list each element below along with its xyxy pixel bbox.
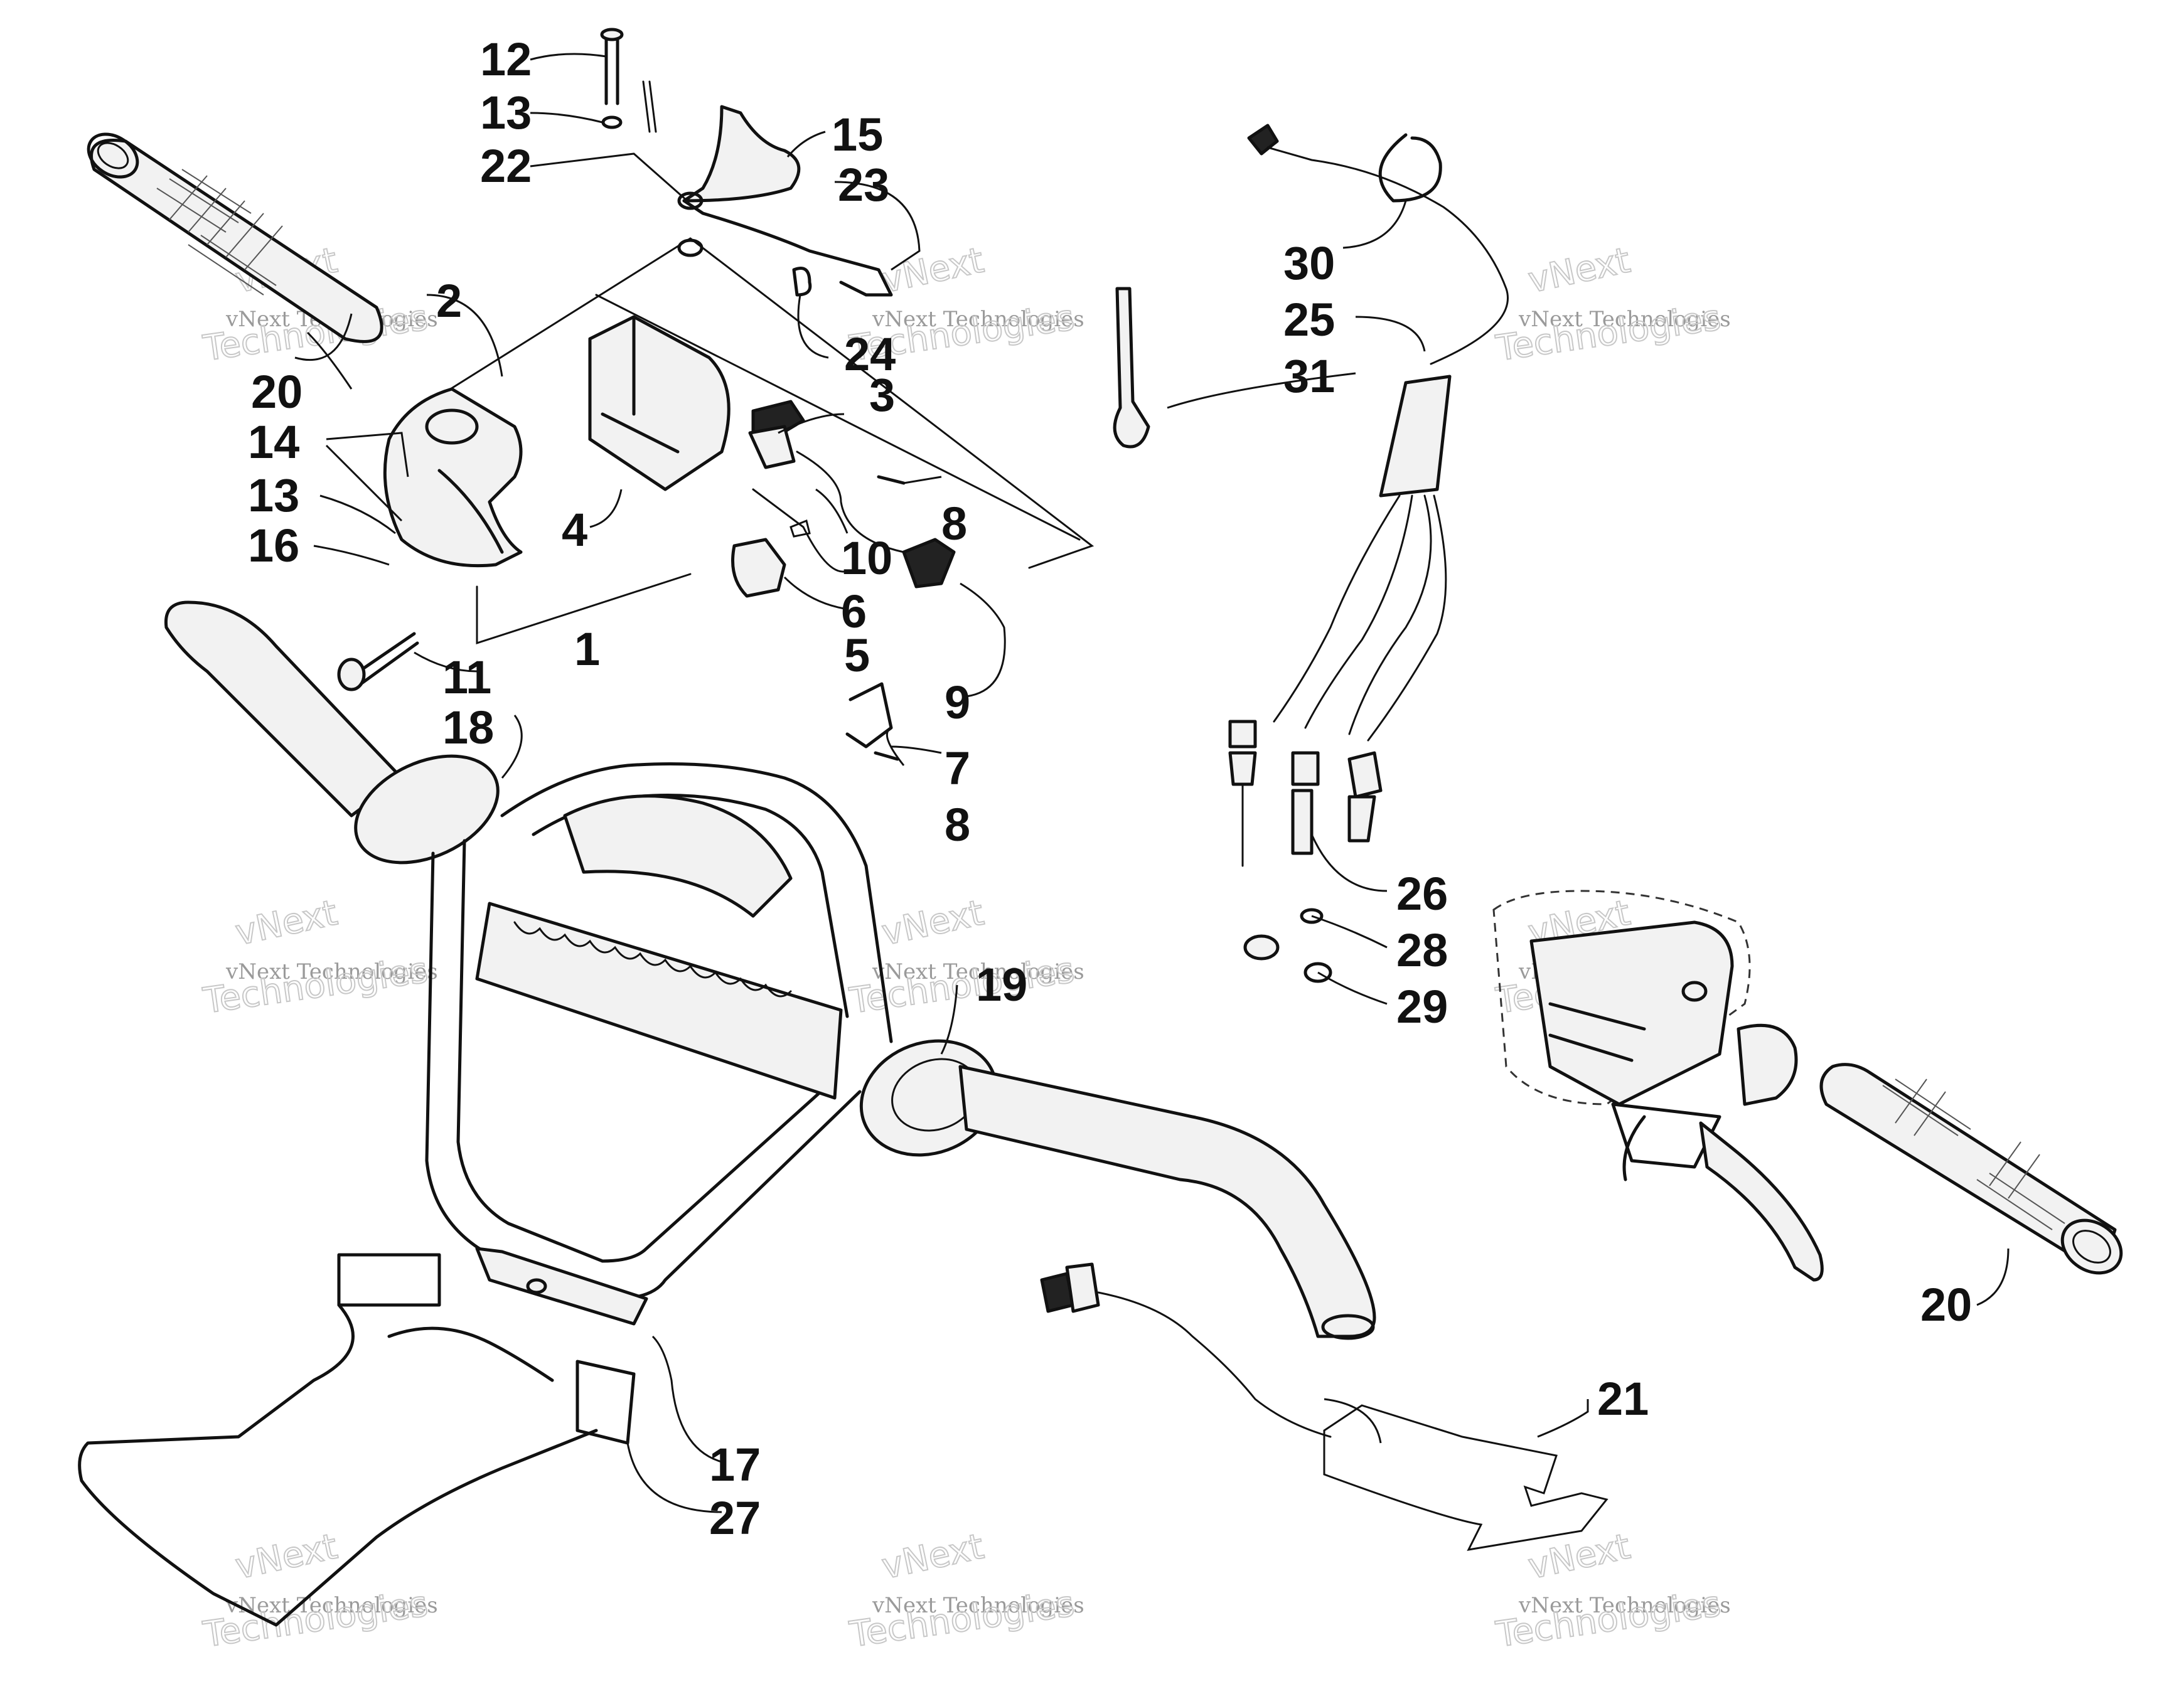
switch-housing-assembly (337, 28, 1095, 761)
callout-31: 31 (1283, 350, 1335, 402)
watermark-vnext: vNext (1525, 240, 1634, 301)
watermark: vNext vNext Technologies Technologies (200, 892, 438, 1022)
callout-13-lower: 13 (248, 469, 299, 521)
callout-18: 18 (442, 701, 494, 754)
watermark-text: vNext Technologies (225, 959, 438, 984)
leader-lines (294, 53, 2010, 1513)
callout-8-upper: 8 (941, 498, 967, 550)
cable-assembly (1113, 124, 1509, 983)
handlebar (164, 600, 1376, 1340)
callout-29: 29 (1396, 981, 1448, 1033)
heater-element (1040, 1262, 1609, 1551)
callout-24: 24 (844, 328, 896, 380)
watermark-vnext: vNext (879, 1526, 988, 1587)
watermark: vNext vNext Technologies Technologies (200, 1525, 438, 1656)
watermark: vNext vNext Technologies Technologies (1493, 239, 1731, 370)
callout-28: 28 (1396, 924, 1448, 976)
callout-20-left: 20 (251, 366, 302, 418)
watermark-text: vNext Technologies (872, 1593, 1084, 1618)
watermark-vnext: vNext (879, 892, 988, 954)
callout-4: 4 (562, 504, 587, 556)
callout-10: 10 (841, 532, 892, 584)
callouts: 1 2 3 4 5 6 7 8 8 9 10 11 12 13 13 14 15… (248, 33, 1972, 1544)
callout-14: 14 (248, 416, 299, 468)
watermark-text: vNext Technologies (1518, 307, 1731, 332)
callout-3: 3 (869, 369, 895, 421)
callout-19: 19 (976, 959, 1027, 1011)
watermark-vnext: vNext (1525, 1526, 1634, 1587)
callout-17: 17 (709, 1439, 761, 1491)
watermark-vnext: vNext (232, 1526, 341, 1587)
watermark: vNext vNext Technologies Technologies (847, 892, 1084, 1022)
callout-6: 6 (841, 585, 867, 637)
callout-13-upper: 13 (480, 87, 532, 139)
callout-27: 27 (709, 1492, 761, 1544)
callout-30: 30 (1283, 237, 1335, 289)
watermark: vNext vNext Technologies Technologies (1493, 1525, 1731, 1656)
watermark-text: vNext Technologies (872, 307, 1084, 332)
right-grip (1819, 1063, 2123, 1275)
callout-12: 12 (480, 33, 532, 85)
watermark-text: vNext Technologies (1518, 1593, 1731, 1618)
callout-2: 2 (436, 275, 462, 327)
callout-21: 21 (1597, 1373, 1649, 1425)
callout-22: 22 (480, 140, 532, 192)
brake-master-cylinder (1492, 890, 1824, 1282)
watermark-text: vNext Technologies (225, 1593, 438, 1618)
watermark-vnext: vNext (232, 892, 341, 954)
callout-1: 1 (574, 623, 600, 675)
left-grip (87, 132, 383, 343)
callout-23: 23 (838, 159, 889, 211)
callout-26: 26 (1396, 868, 1448, 920)
handlebar-pad (78, 1253, 636, 1627)
watermark: vNext vNext Technologies Technologies (847, 239, 1084, 370)
callout-15: 15 (832, 109, 883, 161)
callout-20-right: 20 (1920, 1279, 1972, 1331)
callout-25: 25 (1283, 294, 1335, 346)
watermark-text: vNext Technologies (872, 959, 1084, 984)
callout-7: 7 (945, 742, 970, 794)
callout-16: 16 (248, 519, 299, 572)
watermark-vnext: vNext (879, 240, 988, 301)
callout-5: 5 (844, 629, 870, 681)
callout-9: 9 (945, 676, 970, 728)
callout-8-lower: 8 (945, 799, 970, 851)
callout-11: 11 (442, 651, 491, 703)
watermark: vNext vNext Technologies Technologies (847, 1525, 1084, 1656)
